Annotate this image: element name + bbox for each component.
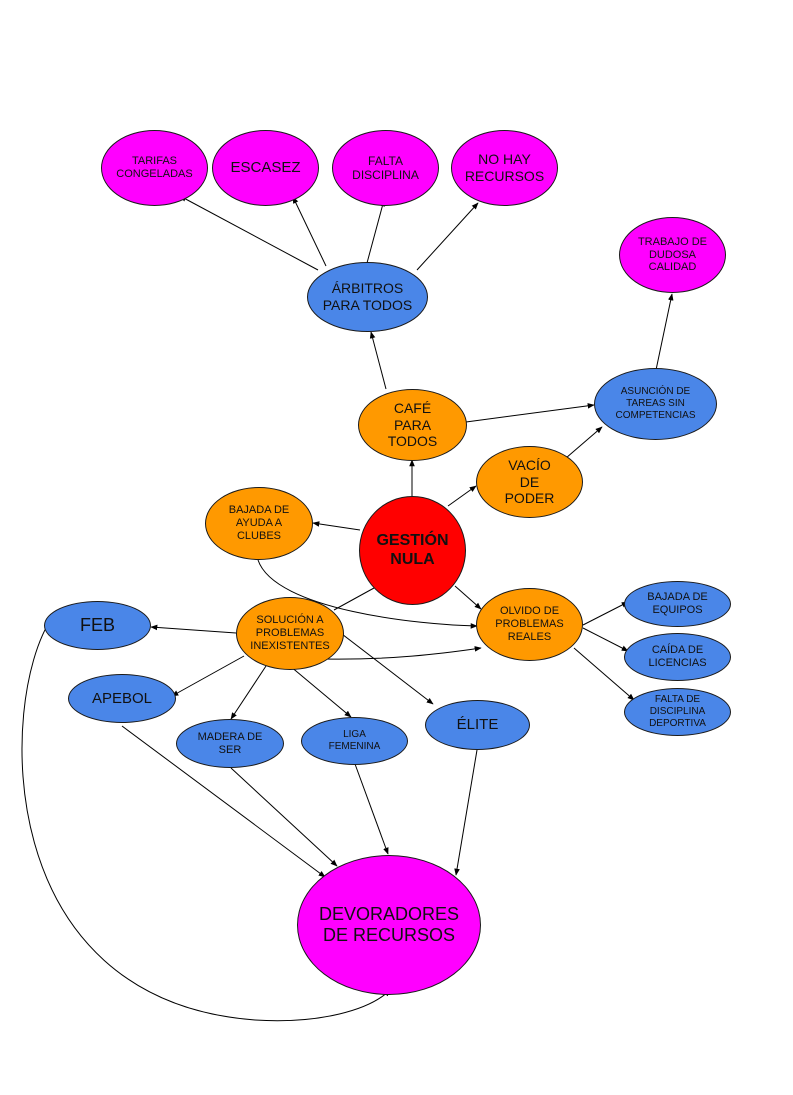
node-gestion-nula: GESTIÓN NULA	[359, 496, 466, 605]
node-liga-femenina: LIGA FEMENINA	[301, 717, 408, 765]
node-feb: FEB	[44, 601, 151, 650]
edge-cafe-arbitros	[369, 331, 387, 390]
node-bajada-equipos: BAJADA DE EQUIPOS	[624, 581, 731, 627]
edge-elite-devoradores	[454, 749, 478, 876]
node-madera-de-ser: MADERA DE SER	[176, 719, 284, 768]
edge-solucion-liga	[289, 665, 352, 718]
edge-solucion-olvido	[324, 646, 482, 660]
edge-feb-devoradores	[21, 620, 391, 1022]
node-falta-disciplina-deportiva: FALTA DE DISCIPLINA DEPORTIVA	[624, 688, 731, 736]
node-solucion-problemas-inexistentes: SOLUCIÓN A PROBLEMAS INEXISTENTES	[236, 597, 344, 670]
edge-bajada-ayuda-olvido	[257, 559, 478, 629]
node-trabajo-dudosa-calidad: TRABAJO DE DUDOSA CALIDAD	[619, 217, 726, 293]
edge-olvido-caida-licencias	[582, 627, 629, 652]
edge-arbitros-falta-disciplina	[366, 199, 386, 264]
edge-arbitros-no-hay-recursos	[416, 202, 479, 271]
edge-olvido-bajada-equipos	[582, 601, 629, 626]
edge-apebol-devoradores	[121, 725, 326, 878]
edge-cafe-asuncion	[465, 403, 595, 423]
node-caida-licencias: CAÍDA DE LICENCIAS	[624, 633, 731, 681]
edge-gestion-olvido	[454, 585, 482, 610]
edge-liga-devoradores	[354, 763, 389, 855]
node-vacio-de-poder: VACÍO DE PODER	[476, 446, 583, 518]
node-falta-disciplina: FALTA DISCIPLINA	[332, 130, 439, 206]
edge-madera-devoradores	[230, 767, 338, 867]
node-elite: ÉLITE	[425, 700, 530, 750]
node-cafe-para-todos: CAFÉ PARA TODOS	[358, 389, 467, 461]
node-apebol: APEBOL	[68, 674, 176, 723]
edge-arbitros-escasez	[292, 196, 327, 267]
node-no-hay-recursos: NO HAY RECURSOS	[451, 130, 558, 206]
edge-gestion-vacio	[447, 485, 477, 507]
edge-asuncion-trabajo	[655, 293, 674, 371]
node-asuncion-tareas: ASUNCIÓN DE TAREAS SIN COMPETENCIAS	[594, 368, 717, 440]
node-devoradores-de-recursos: DEVORADORES DE RECURSOS	[297, 855, 481, 995]
edge-olvido-falta-disciplina-deportiva	[573, 647, 635, 701]
edge-solucion-madera	[230, 665, 267, 720]
edge-solucion-feb	[150, 624, 237, 634]
node-escasez: ESCASEZ	[212, 130, 319, 206]
edge-vacio-asuncion	[565, 426, 603, 459]
node-olvido-problemas-reales: OLVIDO DE PROBLEMAS REALES	[476, 588, 583, 661]
node-tarifas-congeladas: TARIFAS CONGELADAS	[101, 130, 208, 206]
edge-arbitros-tarifas	[179, 195, 319, 271]
edge-solucion-apebol	[171, 655, 245, 697]
edge-gestion-bajada-ayuda	[312, 521, 361, 531]
node-arbitros-para-todos: ÁRBITROS PARA TODOS	[307, 262, 428, 332]
node-bajada-ayuda-clubes: BAJADA DE AYUDA A CLUBES	[205, 487, 313, 560]
edge-gestion-solucion	[333, 587, 375, 611]
